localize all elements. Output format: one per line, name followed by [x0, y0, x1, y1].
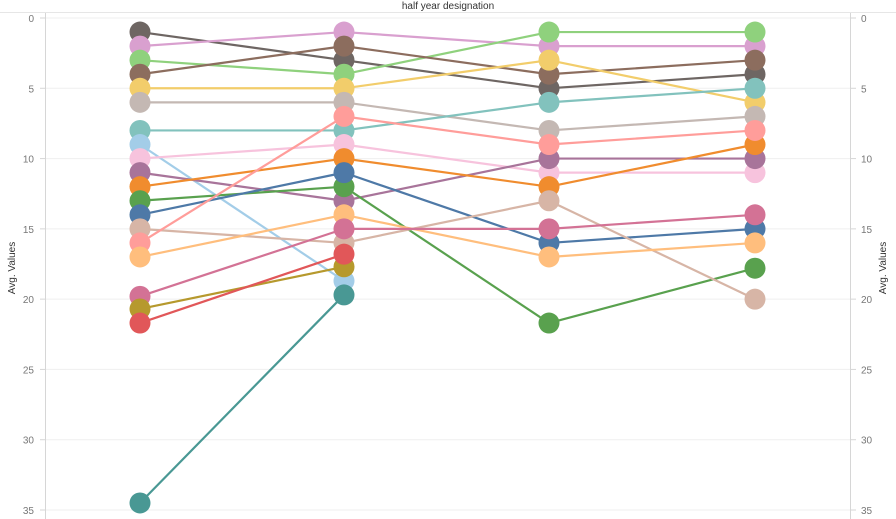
data-point	[538, 218, 560, 240]
data-point	[538, 190, 560, 212]
tick-label: 30	[23, 436, 35, 447]
data-point	[129, 246, 151, 268]
tick-label: 10	[861, 155, 873, 166]
right-tick-labels: 0 5 10 15 20 25 30 35	[851, 14, 873, 517]
chart-title: half year designation	[402, 1, 494, 12]
tick-label: 25	[23, 365, 35, 376]
data-point	[538, 49, 560, 71]
tick-label: 15	[23, 225, 35, 236]
tick-label: 25	[861, 365, 873, 376]
data-point	[333, 284, 355, 306]
data-point	[538, 91, 560, 113]
data-point	[744, 119, 766, 141]
series-line	[139, 143, 756, 188]
data-point	[744, 232, 766, 254]
series-line	[139, 213, 756, 259]
data-point	[538, 134, 560, 156]
data-point	[333, 162, 355, 184]
series-line	[139, 115, 756, 244]
tick-label: 35	[861, 506, 873, 517]
tick-label: 0	[28, 14, 34, 25]
tick-label: 5	[861, 84, 867, 95]
series-line	[139, 30, 755, 48]
data-point	[129, 312, 151, 334]
left-tick-labels: 0 5 10 15 20 25 30 35	[23, 14, 45, 517]
data-point	[333, 218, 355, 240]
tick-label: 20	[861, 295, 873, 306]
series-line	[139, 45, 756, 76]
series-line	[140, 59, 756, 104]
tick-label: 35	[23, 506, 35, 517]
data-point	[333, 243, 355, 265]
data-point	[538, 21, 560, 43]
tick-label: 20	[23, 295, 35, 306]
gridlines	[46, 17, 850, 511]
y-axis-title-right: Avg. Values	[878, 242, 889, 294]
series-line	[139, 143, 755, 174]
series-line	[139, 253, 345, 325]
data-point	[744, 77, 766, 99]
y-axis-title-left: Avg. Values	[7, 242, 18, 294]
tick-label: 0	[861, 14, 867, 25]
data-point	[744, 257, 766, 279]
series-line	[139, 143, 345, 282]
data-point	[333, 35, 355, 57]
tick-label: 10	[23, 155, 35, 166]
tick-label: 15	[861, 225, 873, 236]
data-point	[538, 246, 560, 268]
series-line	[139, 213, 756, 298]
data-point	[129, 91, 151, 113]
tick-label: 30	[861, 436, 873, 447]
data-point	[744, 204, 766, 226]
data-point	[744, 288, 766, 310]
series-lines	[139, 30, 756, 504]
series-line	[139, 30, 755, 76]
data-point	[538, 312, 560, 334]
data-point	[333, 105, 355, 127]
tick-label: 5	[28, 84, 34, 95]
series-line	[140, 87, 756, 132]
series-line	[139, 171, 756, 245]
series-line	[139, 157, 755, 202]
series-line	[139, 294, 345, 504]
data-point	[744, 49, 766, 71]
data-point	[129, 492, 151, 514]
series-points	[129, 21, 766, 514]
data-point	[744, 21, 766, 43]
